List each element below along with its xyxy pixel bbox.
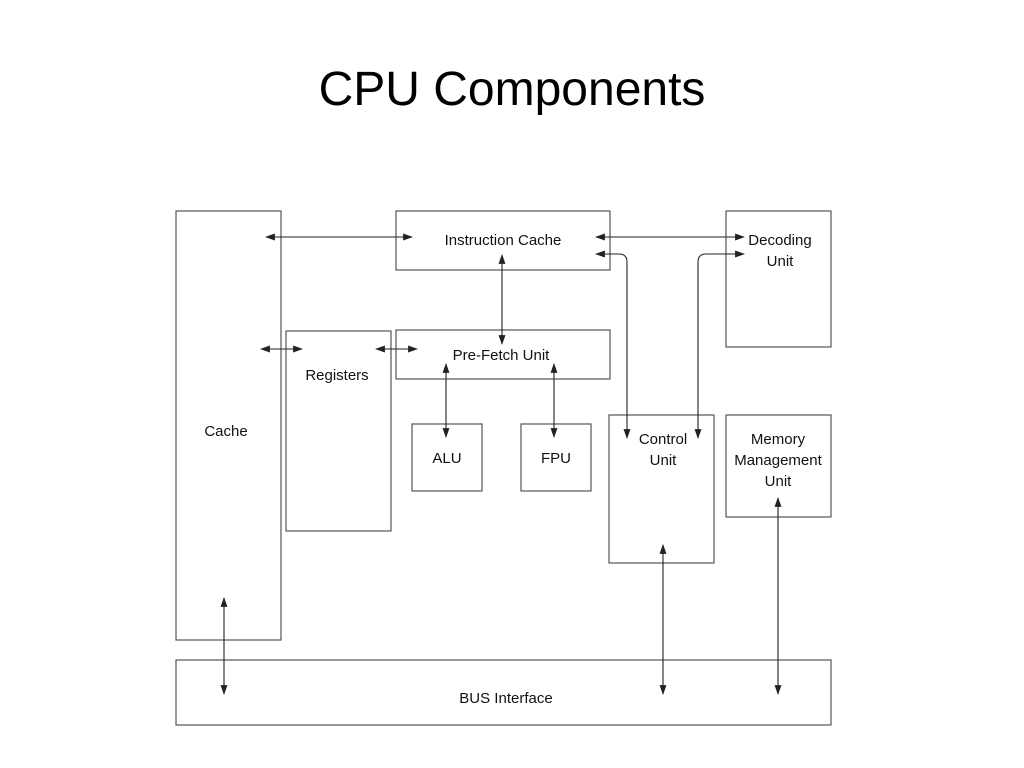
- decoding-control-unit-arrow: [694, 250, 745, 439]
- control-unit-label-line2: Unit: [650, 452, 678, 469]
- fpu-box: [520, 423, 592, 492]
- registers-label: Registers: [305, 367, 368, 384]
- alu-label: ALU: [432, 450, 461, 467]
- control-unit-label-line1: Control: [639, 431, 687, 448]
- mmu-label-line2: Management: [734, 452, 822, 469]
- cache-label: Cache: [204, 423, 247, 440]
- control-unit-box: [608, 414, 715, 564]
- instruction-cache-label: Instruction Cache: [445, 232, 562, 249]
- instruction-cache-control-unit-arrow: [595, 250, 631, 439]
- decoding-unit-label-line2: Unit: [767, 253, 795, 270]
- slide-title: CPU Components: [318, 63, 706, 116]
- registers-box: [285, 330, 392, 532]
- bus-interface-box: [175, 659, 832, 726]
- cache-box: [175, 210, 282, 641]
- mmu-label-line3: Unit: [765, 473, 793, 490]
- prefetch-unit-label: Pre-Fetch Unit: [453, 347, 551, 364]
- prefetch-unit-box: [395, 329, 611, 380]
- mmu-label-line1: Memory: [751, 431, 806, 448]
- fpu-label: FPU: [541, 450, 571, 467]
- decoding-unit-label-line1: Decoding: [748, 232, 811, 249]
- bus-interface-label: BUS Interface: [459, 690, 552, 707]
